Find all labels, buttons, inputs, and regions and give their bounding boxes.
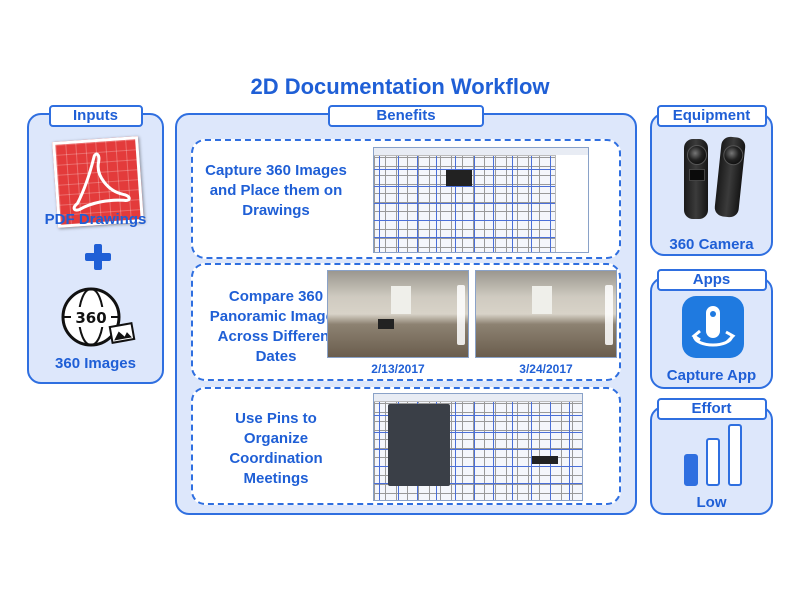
benefits-panel: Benefits Capture 360 Images and Place th…	[175, 105, 637, 515]
inputs-panel: Inputs PDF Drawings 360 360 Images	[27, 105, 164, 384]
capture-app-icon	[682, 296, 744, 358]
pdf-icon	[52, 136, 144, 228]
benefit-row-capture: Capture 360 Images and Place them on Dra…	[191, 139, 621, 259]
camera-icon	[680, 133, 750, 223]
benefits-tag: Benefits	[328, 105, 484, 127]
pdf-drawings-label: PDF Drawings	[44, 211, 147, 228]
diagram-title: 2D Documentation Workflow	[250, 74, 550, 99]
360-camera-label: 360 Camera	[669, 236, 754, 253]
plus-icon	[85, 244, 111, 270]
panorama-screenshot-2	[475, 270, 617, 358]
apps-tag: Apps	[656, 269, 767, 291]
effort-tag: Effort	[656, 398, 767, 420]
benefit-text-capture: Capture 360 Images and Place them on Dra…	[205, 162, 347, 219]
globe-360-icon: 360	[61, 287, 136, 347]
floorplan-screenshot	[373, 147, 589, 253]
capture-app-label: Capture App	[666, 367, 757, 384]
benefit-row-pins: Use Pins to Organize Coordination Meetin…	[191, 387, 621, 505]
apps-panel: Apps Capture App	[650, 269, 773, 389]
globe-360-text: 360	[75, 309, 106, 327]
benefit-row-compare: Compare 360 Panoramic Images Across Diff…	[191, 263, 621, 381]
date-label-1: 2/13/2017	[371, 362, 425, 376]
equipment-tag: Equipment	[656, 105, 767, 127]
360-images-label: 360 Images	[55, 355, 136, 372]
effort-level-label: Low	[696, 494, 727, 511]
effort-panel: Effort Low	[650, 398, 773, 515]
benefit-text-compare: Compare 360 Panoramic Images Across Diff…	[209, 288, 343, 365]
inputs-tag: Inputs	[48, 105, 143, 127]
benefit-text-pins: Use Pins to Organize Coordination Meetin…	[229, 410, 323, 487]
date-label-2: 3/24/2017	[519, 362, 573, 376]
panorama-screenshot-1	[327, 270, 469, 358]
pins-screenshot	[373, 393, 583, 501]
equipment-panel: Equipment 360 Camera	[650, 105, 773, 256]
